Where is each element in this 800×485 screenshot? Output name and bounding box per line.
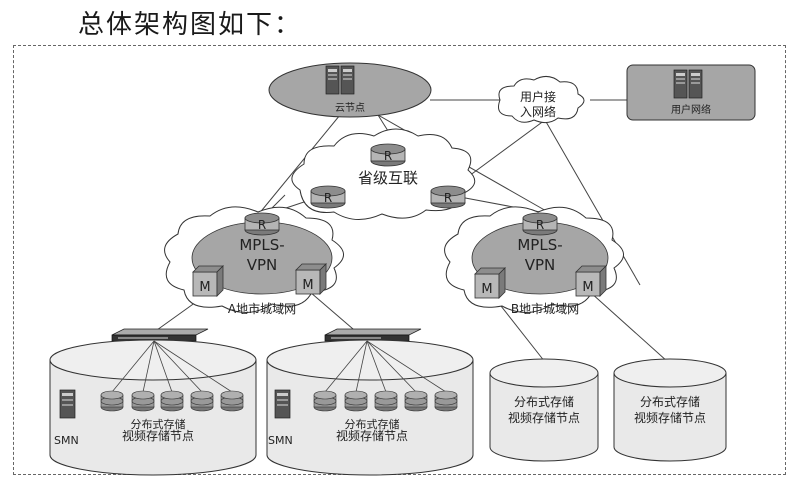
router-province-left: R: [310, 185, 346, 209]
storage-cluster-a: SMN 分布式存储 视频存储节点: [49, 339, 257, 476]
svg-text:R: R: [444, 191, 452, 205]
svg-text:R: R: [324, 191, 332, 205]
mpls-b-label: MPLS-: [517, 236, 562, 254]
storage-node-d: 分布式存储 视频存储节点: [613, 358, 727, 462]
disk-icon: [374, 390, 398, 412]
user-network: 用户网络: [626, 64, 756, 121]
user-access-cloud: 用户接 入网络: [498, 76, 585, 124]
cloud-icon: [498, 76, 585, 124]
mpls-a-label: MPLS-: [239, 236, 284, 254]
svg-text:视频存储节点: 视频存储节点: [634, 410, 706, 425]
router-metro-a: R: [244, 212, 280, 236]
metro-a-label: A地市城域网: [228, 301, 296, 316]
svg-text:分布式存储: 分布式存储: [345, 417, 400, 431]
mux-b-left: M: [474, 267, 506, 299]
disk-icon: [160, 390, 184, 412]
svg-text:M: M: [582, 280, 593, 295]
svg-text:R: R: [384, 149, 392, 163]
svg-text:视频存储节点: 视频存储节点: [508, 410, 580, 425]
cloud-node: 云节点: [268, 62, 432, 118]
switch-icon: [324, 328, 422, 342]
page-title: 总体架构图如下：: [78, 10, 303, 40]
svg-text:R: R: [536, 218, 544, 232]
svg-text:VPN: VPN: [247, 256, 278, 274]
storage-cluster-b: SMN 分布式存储 视频存储节点: [266, 339, 474, 476]
disk-icon: [100, 390, 124, 412]
router-metro-b: R: [522, 212, 558, 236]
server-icon: [59, 389, 76, 419]
cloud-node-label: 云节点: [335, 102, 365, 114]
svg-text:分布式存储: 分布式存储: [640, 394, 700, 409]
disk-icon: [313, 390, 337, 412]
svg-text:分布式存储: 分布式存储: [514, 394, 574, 409]
svg-text:R: R: [258, 218, 266, 232]
svg-text:入网络: 入网络: [520, 104, 556, 119]
svg-text:用户网络: 用户网络: [671, 103, 711, 116]
server-icon: [274, 389, 291, 419]
disk-icon: [404, 390, 428, 412]
disk-icon: [190, 390, 214, 412]
svg-text:分布式存储: 分布式存储: [131, 417, 186, 431]
province-label: 省级互联: [358, 169, 418, 187]
router-province-right: R: [430, 185, 466, 209]
mux-a-left: M: [192, 265, 224, 297]
svg-text:M: M: [481, 282, 492, 297]
mux-a-right: M: [295, 263, 327, 295]
metro-b-label: B地市城域网: [511, 301, 579, 316]
storage-node-c: 分布式存储 视频存储节点: [489, 358, 599, 462]
svg-text:VPN: VPN: [525, 256, 556, 274]
disk-icon: [344, 390, 368, 412]
disk-icon: [220, 390, 244, 412]
smn-label: SMN: [268, 434, 293, 447]
smn-label: SMN: [54, 434, 79, 447]
disk-icon: [434, 390, 458, 412]
svg-text:视频存储节点: 视频存储节点: [122, 428, 194, 443]
disk-icon: [131, 390, 155, 412]
svg-text:M: M: [302, 278, 313, 293]
mux-b-right: M: [575, 265, 607, 297]
router-province-top: R: [370, 143, 406, 167]
svg-text:视频存储节点: 视频存储节点: [336, 428, 408, 443]
switch-icon: [111, 328, 209, 342]
svg-text:M: M: [199, 280, 210, 295]
svg-text:用户接: 用户接: [520, 89, 556, 104]
